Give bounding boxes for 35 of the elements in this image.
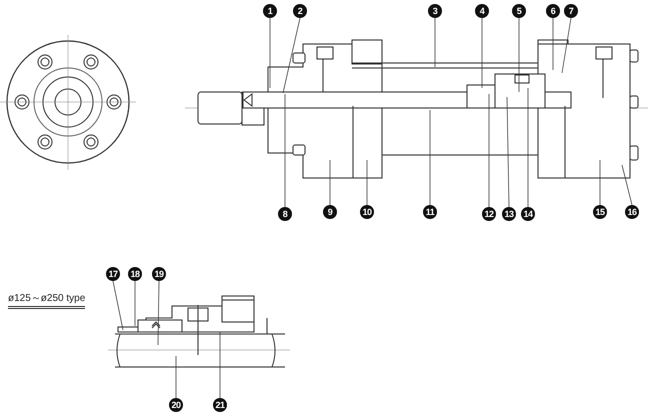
leader-line <box>158 280 160 346</box>
leader-line <box>282 18 300 94</box>
callout-number: 7 <box>564 4 578 18</box>
callout-number: 9 <box>323 205 337 219</box>
callout-number: 3 <box>428 4 442 18</box>
callout-number: 6 <box>546 4 560 18</box>
callout-number: 12 <box>482 207 496 221</box>
leader-line <box>112 280 124 330</box>
leader-line <box>366 160 368 206</box>
callout-number: 2 <box>293 4 307 18</box>
callout-number: 20 <box>169 398 183 412</box>
callout-number: 5 <box>512 4 526 18</box>
leader-line <box>506 96 510 208</box>
leader-line <box>284 94 286 208</box>
leader-line <box>562 18 572 74</box>
callout-number: 17 <box>106 267 120 281</box>
callout-number: 13 <box>502 207 516 221</box>
callout-number: 21 <box>213 398 227 412</box>
callout-number: 14 <box>521 207 535 221</box>
callout-number: 11 <box>423 205 437 219</box>
callout-number: 4 <box>475 4 489 18</box>
callout-number: 16 <box>625 205 639 219</box>
leader-line <box>134 280 136 326</box>
leader-line <box>488 94 490 208</box>
leader-line <box>434 18 436 68</box>
callout-number: 8 <box>278 207 292 221</box>
callout-number: 18 <box>128 267 142 281</box>
callout-number: 15 <box>593 205 607 219</box>
type-range-label: ø125～ø250 type <box>8 291 86 309</box>
callout-number: 19 <box>152 267 166 281</box>
leader-line <box>622 164 632 206</box>
leader-line <box>552 18 554 70</box>
callout-number: 10 <box>360 205 374 219</box>
callout-number: 1 <box>263 4 277 18</box>
leader-line <box>518 18 520 92</box>
